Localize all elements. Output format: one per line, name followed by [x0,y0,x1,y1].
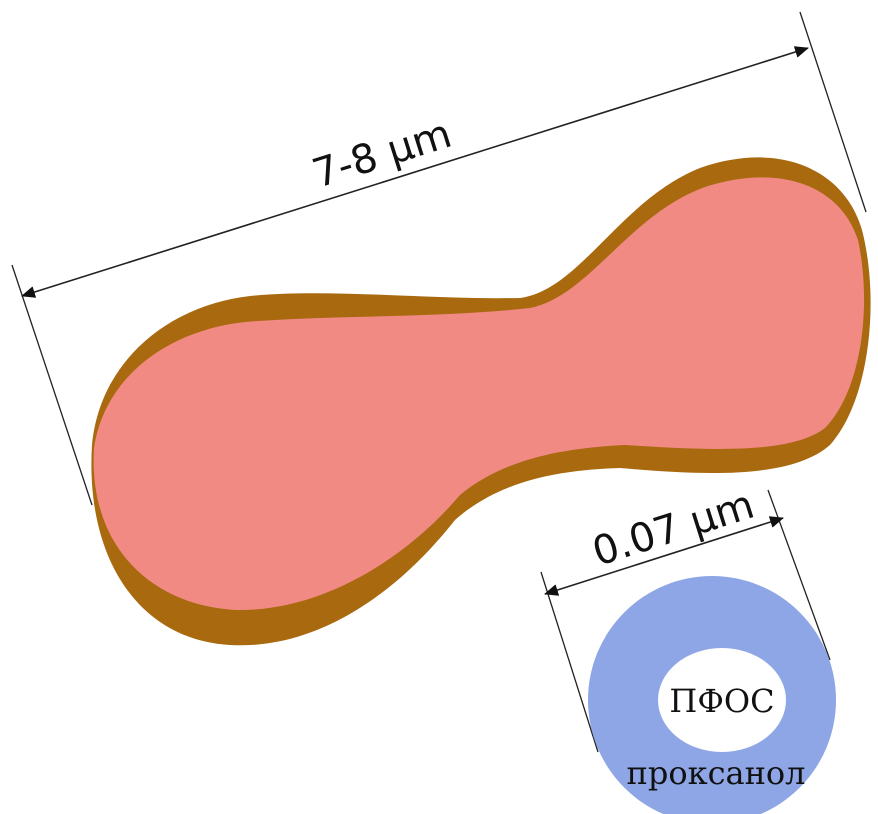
particle-extension-line-left [541,572,598,752]
particle-size-label: 0.07 µm [587,482,759,576]
cell-extension-line-left [12,265,92,505]
particle-shell-label: проксанол [627,754,806,792]
cell-size-label: 7-8 µm [307,111,457,198]
particle-core-label: ПФОС [669,682,774,720]
cell-body [94,177,864,610]
